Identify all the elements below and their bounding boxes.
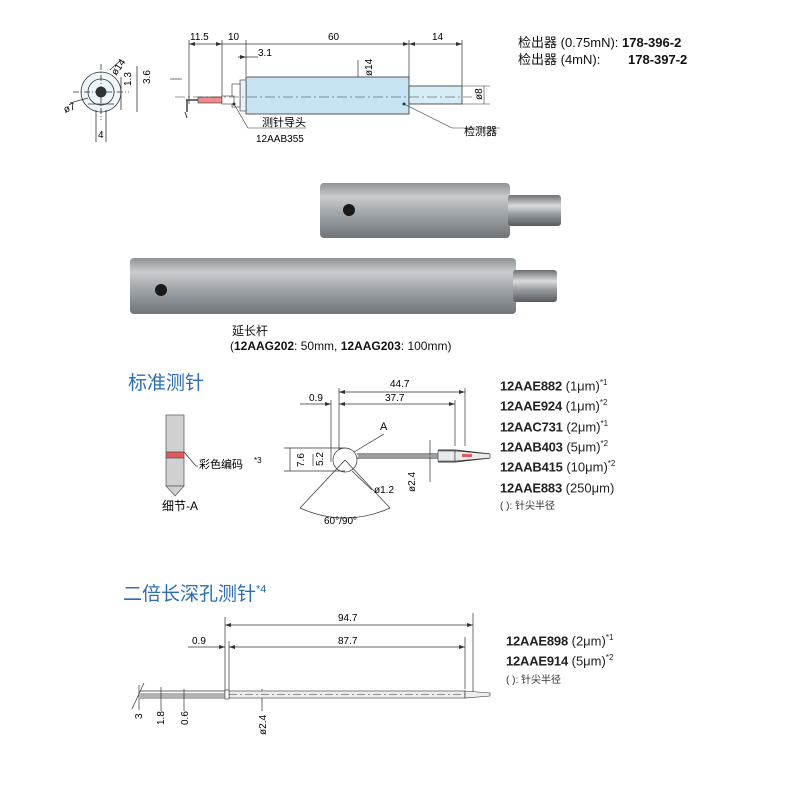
dim-94-7: 94.7 — [338, 613, 358, 624]
standard-stylus-note: ( ): 针尖半径 — [500, 500, 555, 512]
dim-angle: 60°/90° — [324, 516, 357, 527]
dim-3-deep: 3 — [134, 713, 145, 719]
extension-rod-50mm — [320, 183, 561, 238]
detector-drawing: ø14 1.3 3.6 ø7 4 — [62, 32, 500, 145]
dim-0-6-deep: 0.6 — [180, 711, 191, 725]
standard-code-row: 12AAB403 (5μm)*2 — [500, 438, 609, 455]
dim-dia7: ø7 — [62, 101, 77, 115]
dim-dia2-4: ø2.4 — [407, 472, 418, 492]
extension-length-2: : 100mm) — [400, 339, 452, 353]
deep-hole-stylus-drawing: 94.7 87.7 0.9 3 1.8 0.6 ø2.4 — [131, 613, 491, 735]
dim-1-8-deep: 1.8 — [156, 711, 167, 725]
detail-a-marker: A — [380, 421, 388, 433]
dim-5-2: 5.2 — [315, 452, 326, 466]
extension-code-2: 12AAG203 — [340, 339, 401, 353]
probe-guide-code: 12AAB355 — [256, 134, 304, 145]
deep-hole-stylus-heading: 二倍长深孔测针*4 — [123, 579, 266, 606]
standard-code-row: 12AAC731 (2μm)*1 — [500, 418, 609, 434]
extension-length-1: : 50mm, — [294, 339, 341, 353]
deep-hole-code-row: 12AAE898 (2μm)*1 — [506, 633, 614, 649]
extension-rod-100mm — [130, 258, 557, 314]
dim-3-1: 3.1 — [258, 48, 272, 59]
standard-code-row: 12AAE924 (1μm)*2 — [500, 398, 608, 414]
extension-specs: (12AAG202: 50mm, 12AAG203: 100mm) — [230, 339, 452, 353]
detector-side-view — [170, 40, 500, 129]
extension-caption: 延长杆 — [232, 324, 269, 338]
standard-code-row: 12AAE882 (1μm)*1 — [500, 378, 608, 394]
deep-hole-heading-text: 二倍长深孔测针 — [123, 584, 257, 605]
deep-hole-heading-sup: *4 — [256, 583, 267, 596]
dim-7-6: 7.6 — [296, 453, 307, 467]
standard-stylus-heading: 标准测针 — [128, 373, 205, 394]
extension-code-1: 12AAG202 — [234, 339, 295, 353]
detector-spec-list: 检出器 (0.75mN): 178-396-2 检出器 (4mN): 178-39… — [518, 34, 687, 68]
deep-hole-stylus-note: ( ): 针尖半径 — [506, 674, 561, 686]
dim-37-7: 37.7 — [385, 393, 405, 404]
dim-10: 10 — [228, 32, 240, 43]
dim-44-7: 44.7 — [390, 379, 410, 390]
deep-hole-code-row: 12AAE914 (5μm)*2 — [506, 653, 614, 669]
detector-name-2: 检出器 (4mN): — [518, 52, 601, 67]
detector-code-2: 178-397-2 — [628, 52, 688, 67]
dim-4: 4 — [98, 130, 104, 141]
detector-spec-1: 检出器 (0.75mN): 178-396-2 — [518, 34, 687, 51]
extension-rods-image — [130, 183, 561, 314]
dim-3-6: 3.6 — [142, 70, 153, 84]
standard-stylus-drawing: 彩色编码 *3 细节-A 44.7 3 — [162, 379, 491, 527]
standard-code-row: 12AAE883 (250μm) — [500, 479, 615, 495]
dim-dia8: ø8 — [474, 88, 485, 100]
standard-stylus-shape — [284, 388, 491, 519]
dim-1-3: 1.3 — [123, 72, 134, 86]
dim-87-7: 87.7 — [338, 636, 358, 647]
detector-name-1: 检出器 (0.75mN): — [518, 35, 619, 50]
dim-0-9-deep: 0.9 — [192, 636, 206, 647]
detail-a-label: 细节-A — [162, 499, 198, 513]
standard-code-row: 12AAB415 (10μm)*2 — [500, 459, 616, 475]
detector-end-view — [69, 59, 138, 142]
dim-0-9: 0.9 — [309, 393, 323, 404]
dim-dia1-2: ø1.2 — [374, 485, 394, 496]
detector-spec-2: 检出器 (4mN): 178-397-2 — [518, 51, 687, 68]
color-code-sup: *3 — [254, 456, 262, 465]
dim-dia14: ø14 — [364, 58, 375, 76]
detail-a-view — [165, 414, 198, 497]
deep-hole-stylus-codes: 12AAE898 (2μm)*1 12AAE914 (5μm)*2 ( ): 针… — [506, 629, 613, 686]
color-code-label: 彩色编码 — [199, 457, 243, 471]
detector-label: 检测器 — [464, 124, 497, 138]
detector-code-1: 178-396-2 — [622, 35, 682, 50]
dim-11-5: 11.5 — [190, 32, 209, 43]
standard-stylus-codes: 12AAE882 (1μm)*1 12AAE924 (1μm)*2 12AAC7… — [500, 374, 615, 512]
dim-60: 60 — [328, 32, 340, 43]
probe-guide-label: 测针导头 — [262, 115, 306, 129]
dim-dia2-4-deep: ø2.4 — [258, 715, 269, 735]
dim-14: 14 — [432, 32, 444, 43]
